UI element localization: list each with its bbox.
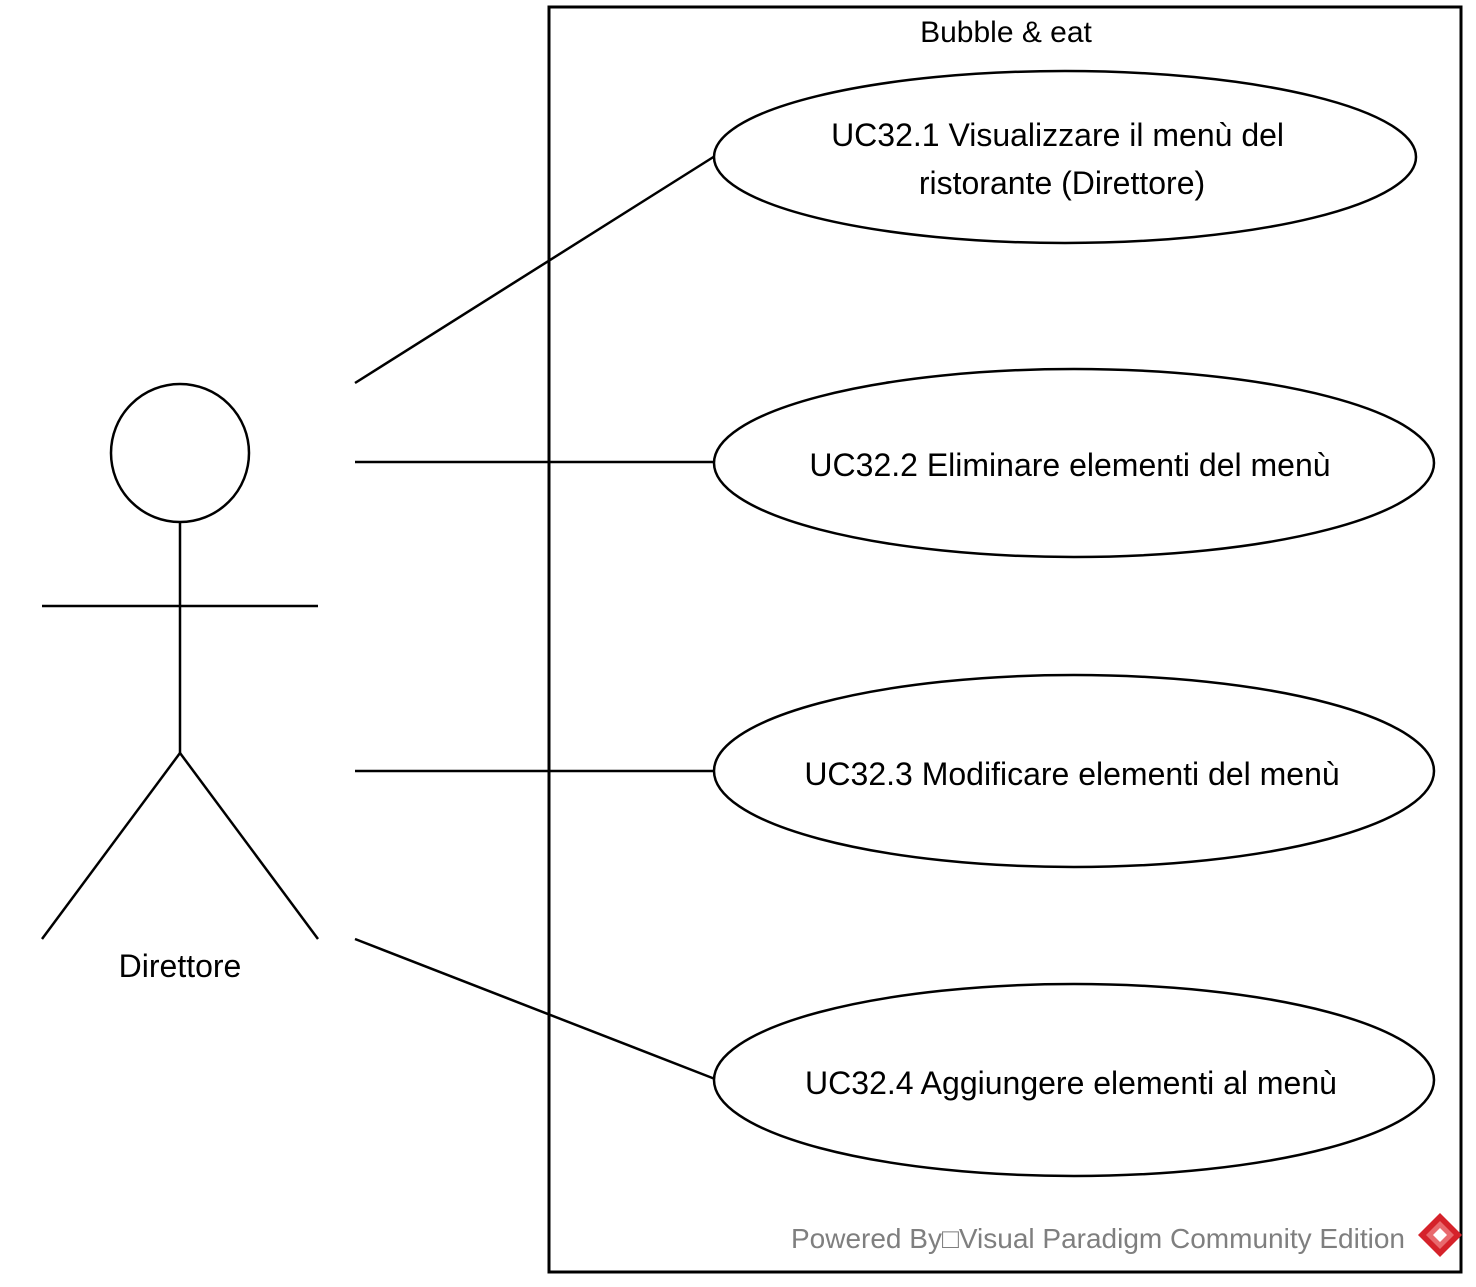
use-case-label: UC32.3 Modificare elementi del menù (804, 756, 1339, 792)
use-case-ellipse (712, 673, 1436, 869)
system-title: Bubble & eat (920, 16, 1092, 49)
use-case-label: UC32.4 Aggiungere elementi al menù (805, 1065, 1337, 1101)
use-case-uc32-4[interactable]: UC32.4 Aggiungere elementi al menù (712, 982, 1436, 1178)
association-line-uc32-4 (354, 937, 716, 1081)
use-case-label: UC32.2 Eliminare elementi del menù (809, 447, 1330, 483)
use-case-label-line: ristorante (Direttore) (919, 165, 1205, 201)
watermark: Powered By□Visual Paradigm Community Edi… (791, 1213, 1462, 1257)
use-case-ellipse (712, 982, 1436, 1178)
actor-right-leg (178, 752, 320, 940)
association-line-uc32-1 (354, 154, 716, 385)
use-case-ellipse (712, 367, 1436, 559)
actor-direttore[interactable]: Direttore (40, 382, 320, 984)
watermark-text: Powered By□Visual Paradigm Community Edi… (791, 1223, 1405, 1254)
use-case-label-line: UC32.1 Visualizzare il menù del (831, 117, 1284, 153)
use-case-uc32-3[interactable]: UC32.3 Modificare elementi del menù (712, 673, 1436, 869)
use-case-label: UC32.1 Visualizzare il menù del ristoran… (831, 117, 1293, 201)
actor-head (109, 382, 251, 524)
use-case-ellipse (712, 69, 1418, 245)
actor-left-leg (40, 752, 182, 940)
use-case-uc32-1[interactable]: UC32.1 Visualizzare il menù del ristoran… (712, 69, 1418, 245)
logo-center (1433, 1228, 1447, 1242)
associations (354, 154, 716, 1081)
visual-paradigm-logo-icon (1418, 1213, 1462, 1257)
use-case-uc32-2[interactable]: UC32.2 Eliminare elementi del menù (712, 367, 1436, 559)
actor-name: Direttore (119, 948, 242, 984)
